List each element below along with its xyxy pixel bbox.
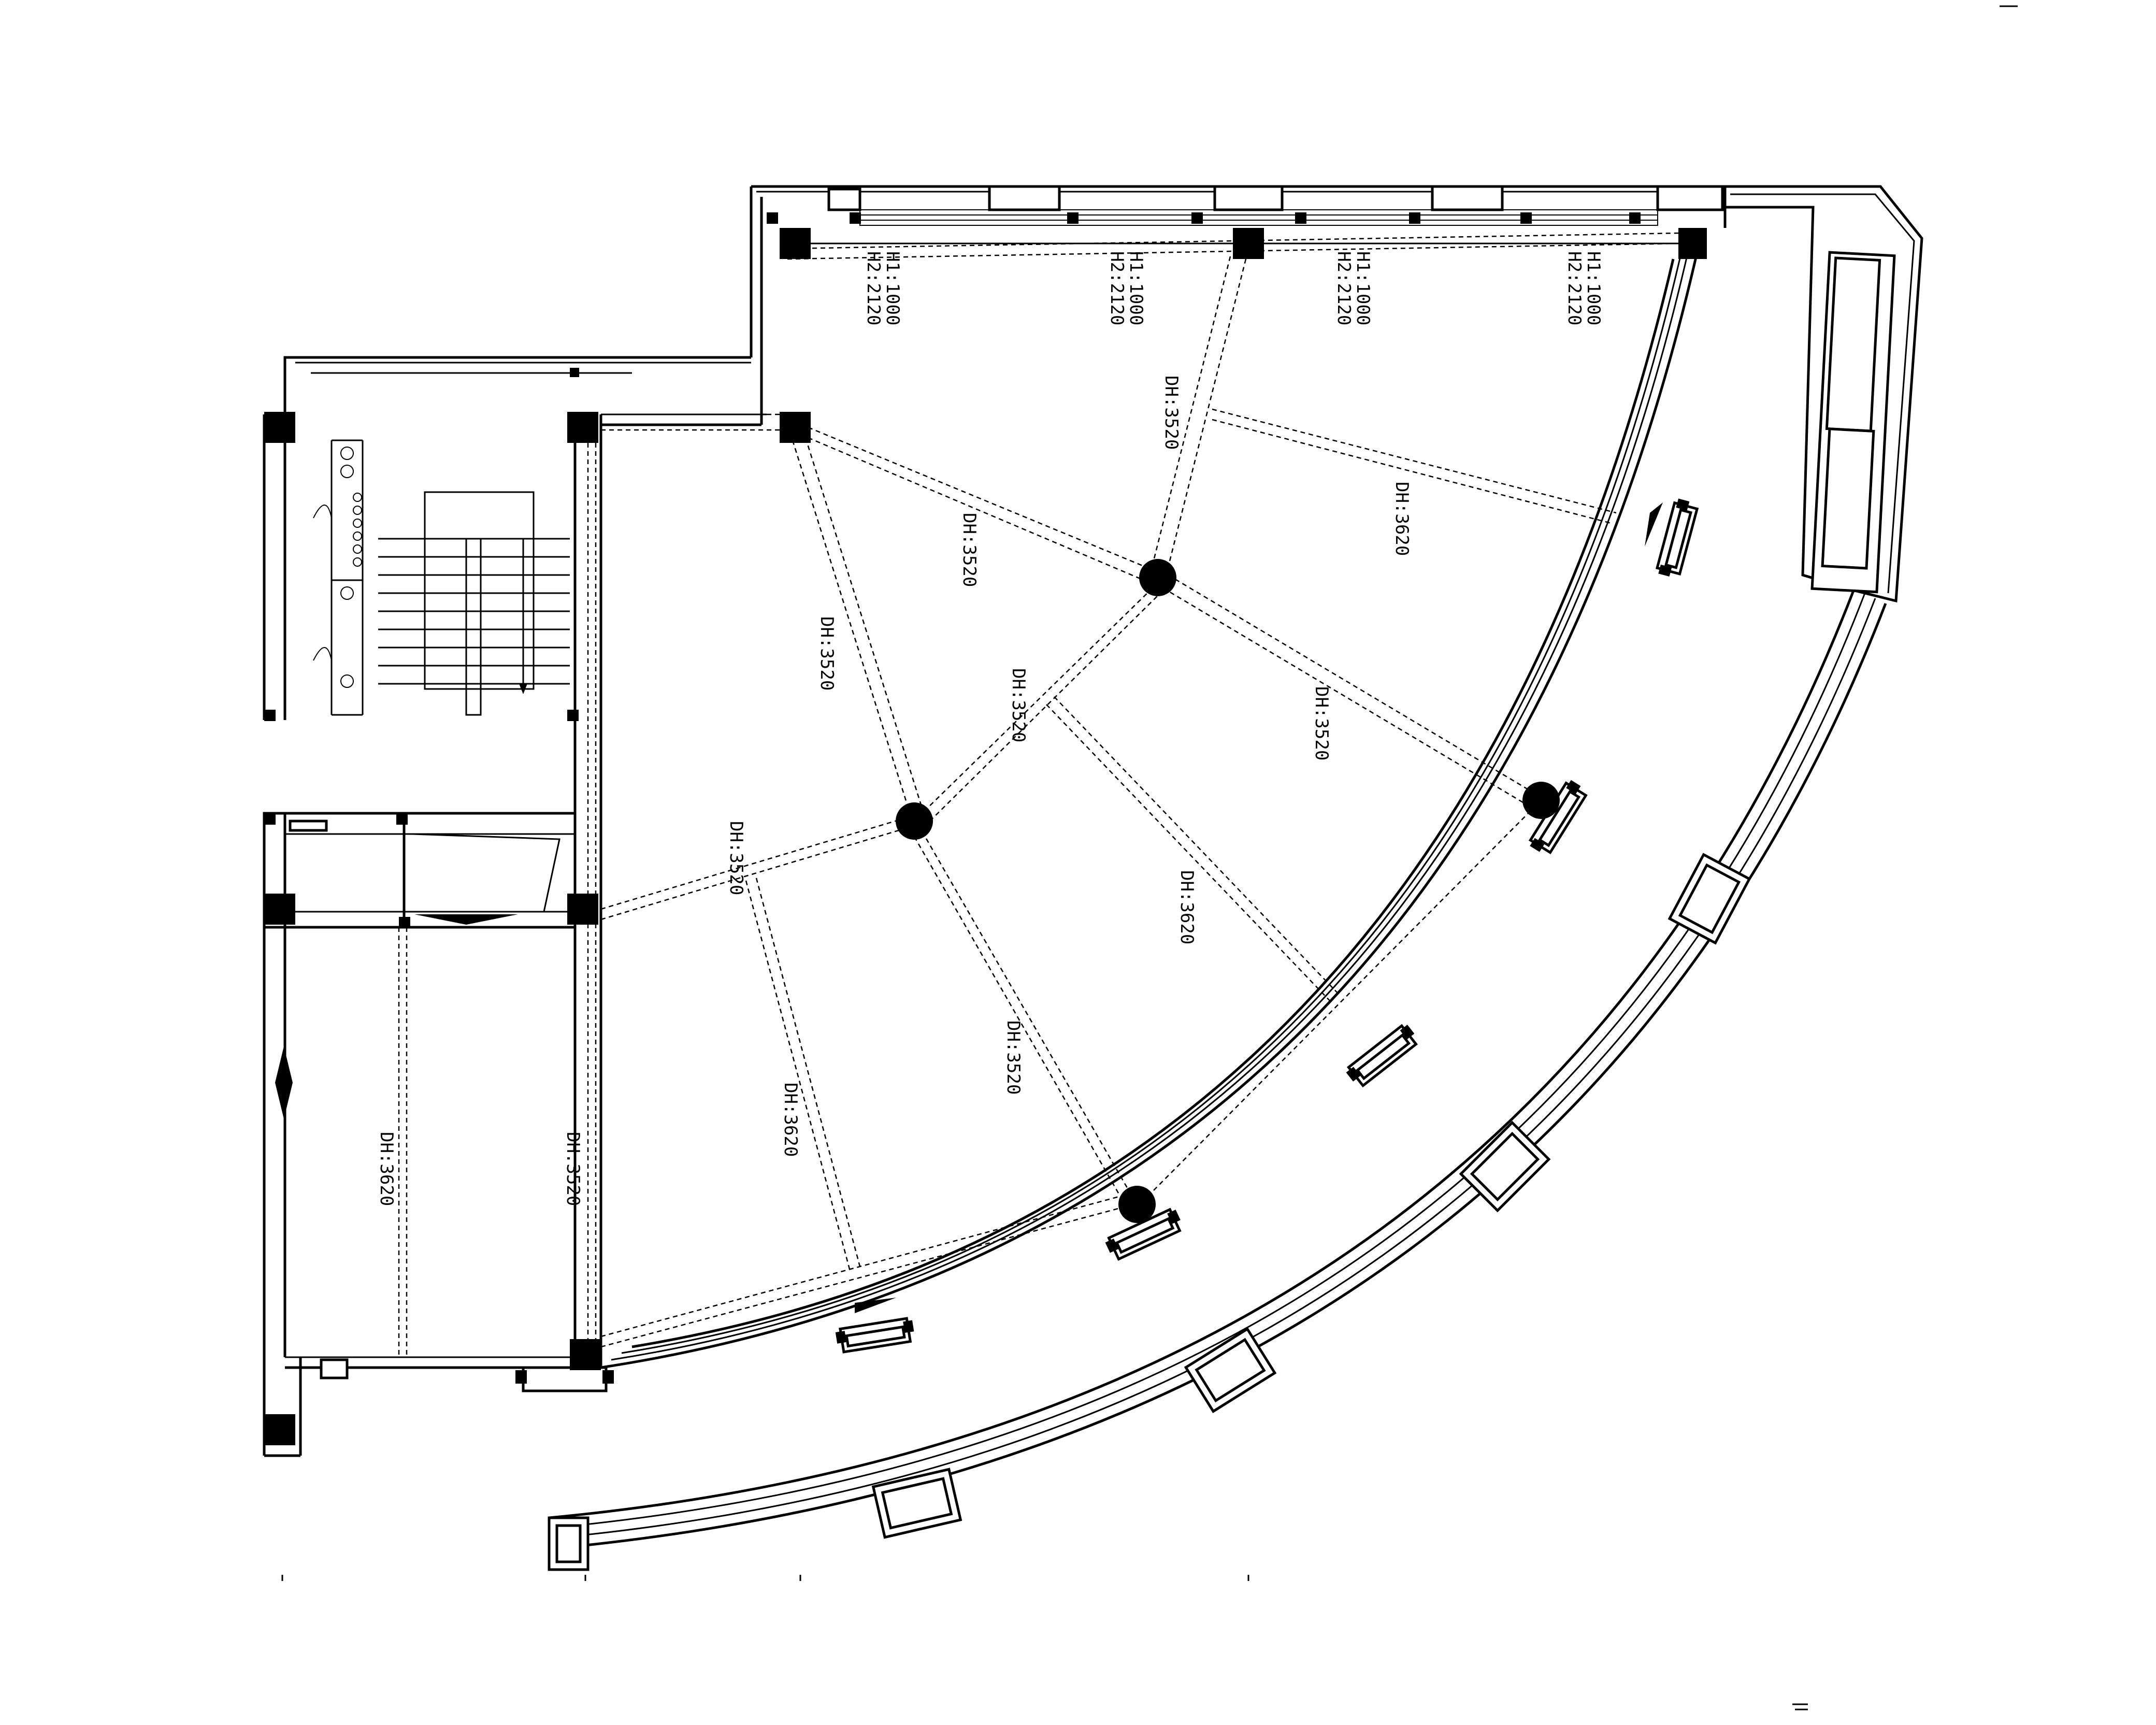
beam-label-9: DH:3520 [1003,1020,1024,1095]
beam-label-2: DH:3620 [1391,482,1412,556]
window-label-3-h2: H2:2120 [1333,251,1354,325]
round-columns [896,559,1560,1223]
beam-label-1: DH:3520 [1161,376,1182,450]
beam-depth-labels: DH:3520 DH:3620 DH:3520 DH:3520 DH:3520 … [376,376,1412,1206]
window-label-1-h2: H2:2120 [863,251,884,325]
beam-label-12: DH:3520 [563,1132,583,1206]
beam-label-11: DH:3620 [376,1132,397,1206]
window-label-1-h1: H1:1000 [882,251,903,325]
window-label-2-h2: H2:2120 [1106,251,1127,325]
beam-lines [398,232,1679,1357]
main-room-walls [573,185,1727,1369]
beam-label-6: DH:3520 [1311,686,1332,760]
curved-facade-window-bays [515,498,1699,1392]
beam-label-7: DH:3520 [726,821,746,895]
window-label-3-h1: H1:1000 [1353,251,1373,325]
beam-label-4: DH:3520 [1008,668,1029,742]
beam-label-5: DH:3520 [816,616,837,691]
window-height-labels: H1:1000 H2:2120 H1:1000 H2:2120 H1:1000 … [863,251,1604,325]
beam-label-8: DH:3620 [1176,870,1197,944]
window-label-4-h2: H2:2120 [1564,251,1585,325]
window-label-4-h1: H1:1000 [1583,251,1604,325]
left-service-rooms [263,812,577,1457]
sheet-corner-marks [281,5,2018,1710]
beam-label-3: DH:3520 [959,513,980,587]
stair-core [263,356,751,720]
square-columns [264,212,1707,1445]
outer-curved-balcony [548,185,1923,1571]
window-label-2-h1: H1:1000 [1126,251,1146,325]
beam-label-10: DH:3620 [780,1083,801,1157]
